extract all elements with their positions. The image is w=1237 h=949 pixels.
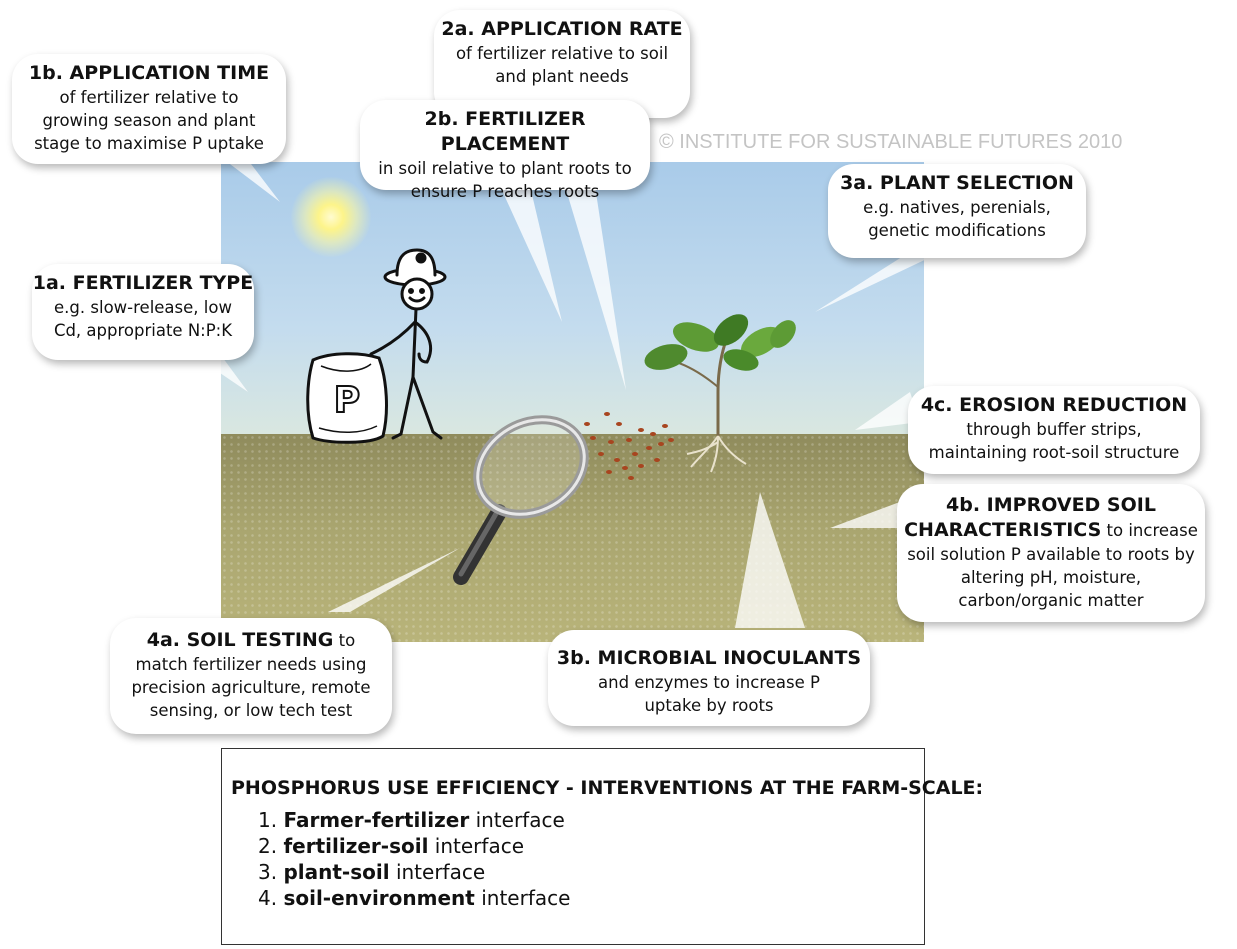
tail-1a (195, 354, 248, 392)
bubble-title: 3a. PLANT SELECTION (840, 172, 1074, 194)
legend-item-bold: soil-environment (283, 886, 475, 910)
legend-box: PHOSPHORUS USE EFFICIENCY - INTERVENTION… (221, 748, 983, 945)
legend-item-number: 2. (258, 834, 278, 858)
bubble-microbial-inoculants: 3b. MICROBIAL INOCULANTS and enzymes to … (548, 630, 870, 726)
legend-item-rest: interface (395, 860, 486, 884)
bubble-text: through buffer strips, maintaining root-… (928, 420, 1180, 462)
legend-list: 1. Farmer-fertilizer interface 2. fertil… (258, 807, 570, 911)
bubble-title: 3b. MICROBIAL INOCULANTS (556, 647, 862, 669)
bubble-text: of fertilizer relative to growing season… (34, 88, 264, 153)
bubble-text: in soil relative to plant roots to ensur… (378, 159, 632, 201)
bubble-title: 4a. SOIL TESTING (146, 629, 334, 651)
bubble-title: 1a. FERTILIZER TYPE (32, 272, 254, 294)
sun (291, 177, 371, 257)
bubble-fertilizer-type: 1a. FERTILIZER TYPE e.g. slow-release, l… (32, 264, 254, 360)
tail-1b (222, 158, 280, 202)
bubble-text: to match fertilizer needs using precisio… (131, 631, 371, 720)
legend-item-bold: Farmer-fertilizer (283, 808, 470, 832)
farmer-figure (369, 248, 447, 440)
tail-4c (855, 392, 920, 430)
legend-item: 3. plant-soil interface (258, 859, 570, 885)
bubble-text: e.g. slow-release, low Cd, appropriate N… (53, 298, 233, 340)
magnifying-glass-icon (453, 415, 589, 585)
farm-artwork: P (306, 248, 796, 585)
legend-item-rest: interface (434, 834, 524, 858)
legend-item-rest: interface (475, 808, 565, 832)
legend-item-number: 1. (258, 808, 278, 832)
tail-3a (815, 255, 935, 312)
bubble-soil-testing: 4a. SOIL TESTING to match fertilizer nee… (110, 618, 392, 734)
bubble-erosion-reduction: 4c. EROSION REDUCTION through buffer str… (908, 386, 1200, 474)
legend-item-bold: fertilizer-soil (283, 834, 429, 858)
tail-4b (830, 500, 910, 528)
legend-item: 1. Farmer-fertilizer interface (258, 807, 570, 833)
bubble-text: and enzymes to increase P uptake by root… (598, 673, 820, 715)
bag-p-label: P (334, 380, 360, 421)
legend-item-number: 4. (258, 886, 278, 910)
legend-item-rest: interface (481, 886, 571, 910)
tail-4a (328, 548, 460, 612)
legend-item-bold: plant-soil (283, 860, 390, 884)
legend-heading: PHOSPHORUS USE EFFICIENCY - INTERVENTION… (231, 777, 984, 799)
legend-item: 2. fertilizer-soil interface (258, 833, 570, 859)
fertilizer-bag: P (306, 352, 388, 444)
bubble-text: to increase soil solution P available to… (907, 521, 1198, 610)
bubble-fertilizer-placement: 2b. FERTILIZER PLACEMENT in soil relativ… (360, 100, 650, 201)
bubble-title: 1b. APPLICATION TIME (28, 62, 270, 84)
bubble-plant-selection: 3a. PLANT SELECTION e.g. natives, pereni… (828, 164, 1086, 258)
bubble-text: of fertilizer relative to soil and plant… (455, 44, 669, 86)
bubble-title: 4c. EROSION REDUCTION (920, 394, 1188, 416)
bubble-application-time: 1b. APPLICATION TIME of fertilizer relat… (12, 54, 286, 164)
legend-item: 4. soil-environment interface (258, 885, 570, 911)
bubble-title: 2b. FERTILIZER PLACEMENT (424, 108, 586, 155)
legend-item-number: 3. (258, 860, 278, 884)
bubble-text: e.g. natives, perenials, genetic modific… (863, 198, 1051, 240)
bubble-title: 4b. IMPROVED SOIL CHARACTERISTICS (904, 494, 1156, 541)
tail-3b (735, 492, 805, 628)
plant-seedling (644, 314, 796, 473)
tail-2b-b (565, 186, 626, 390)
copyright-notice: © INSTITUTE FOR SUSTAINABLE FUTURES 2010 (659, 131, 1123, 153)
bubble-title: 2a. APPLICATION RATE (441, 18, 683, 40)
bubble-improved-soil: 4b. IMPROVED SOIL CHARACTERISTICS to inc… (897, 484, 1205, 622)
fertilizer-pellets (584, 412, 674, 480)
tail-2b-a (500, 186, 562, 322)
